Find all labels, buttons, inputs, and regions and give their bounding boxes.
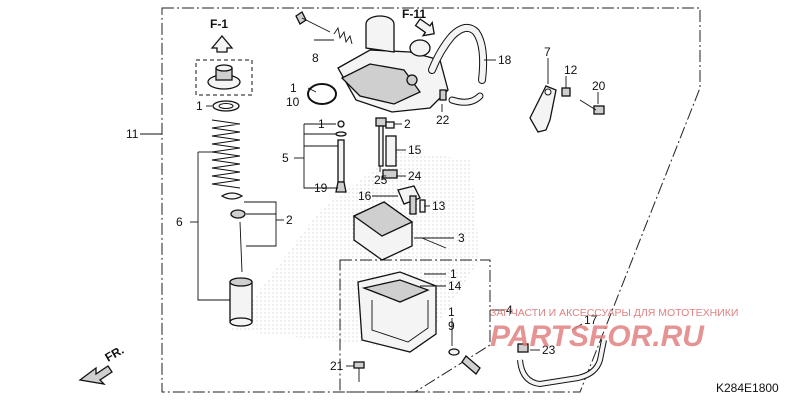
callout-3: 3: [458, 231, 465, 245]
callout-24: 24: [408, 169, 422, 183]
callout-22: 22: [436, 113, 450, 127]
callout-1-float: 1: [450, 267, 457, 281]
front-label: FR.: [103, 343, 127, 365]
needle-clip-set: [220, 192, 246, 273]
callout-15: 15: [408, 143, 422, 157]
callout-16: 16: [358, 189, 372, 203]
o-ring-10: [307, 83, 337, 105]
callout-23: 23: [542, 343, 556, 357]
ref-label-f11: F-11: [402, 7, 426, 21]
fuel-tube-18: [428, 23, 488, 84]
watermark-tagline: ЗАПЧАСТИ И АКСЕССУАРЫ ДЛЯ МОТОТЕХНИКИ: [490, 307, 738, 319]
callout-2-needle: 2: [286, 213, 293, 227]
callout-14: 14: [448, 279, 462, 293]
callout-7: 7: [544, 45, 551, 59]
callout-4: 4: [506, 303, 513, 317]
callout-1-jet: 1: [318, 117, 325, 131]
callout-20: 20: [592, 79, 606, 93]
front-direction-indicator: FR.: [78, 343, 127, 385]
down-right-arrow-icon: [414, 18, 435, 37]
callout-2-pilot: 2: [404, 117, 411, 131]
callout-1-body: 1: [290, 81, 297, 95]
callout-11: 11: [126, 127, 139, 141]
callouts: 11 6 1 2 8 1 10 5 1 19 2 15 25 24 16 13 …: [126, 45, 606, 373]
o-ring-top: [212, 100, 240, 112]
callout-1-drain: 1: [448, 305, 455, 319]
background-dot-pattern: [230, 150, 480, 350]
throttle-valve: [229, 277, 253, 327]
callout-10: 10: [286, 95, 300, 109]
callout-25: 25: [374, 173, 388, 187]
callout-21: 21: [330, 359, 344, 373]
diagram-code: K284E1800: [716, 381, 779, 395]
f1-reference: F-1: [210, 17, 234, 53]
carburetor-top-cap: [195, 59, 253, 96]
pilot-jet-25: [375, 117, 395, 167]
jet-set-5: [335, 120, 347, 193]
carburetor-body: [337, 15, 449, 113]
diagram-frame: [161, 7, 701, 393]
throttle-stop-screw: [295, 11, 353, 45]
watermark: ЗАПЧАСТИ И АКСЕССУАРЫ ДЛЯ МОТОТЕХНИКИ PA…: [490, 307, 738, 353]
front-arrow-icon: [78, 365, 113, 385]
float-chamber-frame: [339, 259, 491, 393]
callout-9: 9: [448, 319, 455, 333]
f11-reference: F-11: [402, 7, 435, 37]
throttle-spring: [211, 119, 241, 189]
callout-17: 17: [584, 313, 598, 327]
callout-8: 8: [312, 51, 319, 65]
ref-label-f1: F-1: [210, 17, 228, 31]
callout-13: 13: [432, 199, 446, 213]
callout-6: 6: [176, 215, 183, 229]
callout-19: 19: [314, 181, 328, 195]
up-arrow-icon: [210, 34, 234, 53]
drain-tube-17: [517, 339, 607, 388]
callout-1-cap: 1: [196, 99, 203, 113]
drain-bolt-21: [353, 361, 365, 382]
callout-18: 18: [498, 53, 512, 67]
choke-lever-7: [529, 85, 605, 133]
jet-holder-16: [397, 185, 426, 215]
callout-5: 5: [282, 151, 289, 165]
watermark-brand: PARTSFOR.RU: [490, 320, 705, 353]
callout-12: 12: [564, 63, 578, 77]
float-chamber-14: [357, 271, 437, 353]
tube-22: [439, 89, 484, 106]
leader-lines: [140, 39, 599, 367]
float-3: [352, 201, 447, 261]
drain-screw-9: [448, 348, 481, 375]
main-jet-15: [382, 135, 398, 179]
